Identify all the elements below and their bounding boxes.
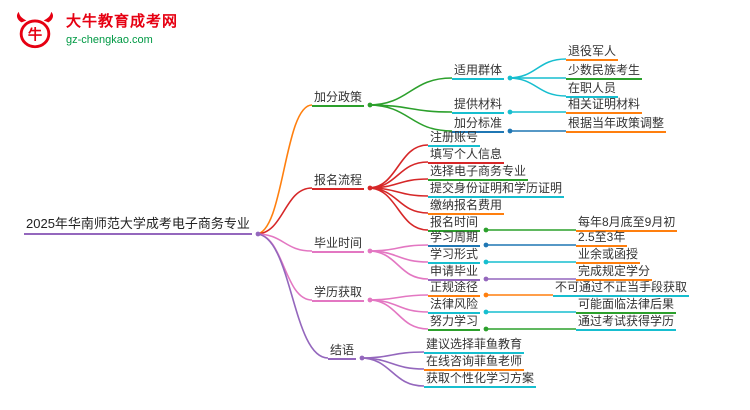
mindmap-link: [367, 144, 429, 189]
node-dot: [367, 102, 373, 108]
mindmap-root-node[interactable]: 2025年华南师范大学成考电子商务专业: [24, 216, 252, 235]
mindmap-link: [367, 299, 429, 330]
node-personalized-study-plan[interactable]: 获取个性化学习方案: [424, 371, 537, 388]
node-dot: [483, 276, 489, 282]
site-logo[interactable]: 牛 大牛教育成考网 gz-chengkao.com: [12, 10, 178, 52]
mindmap-link: [255, 233, 313, 301]
node-choose-major[interactable]: 选择电子商务专业: [428, 164, 529, 181]
mindmap-link: [367, 299, 429, 313]
node-dot: [483, 292, 489, 298]
node-dot: [507, 109, 513, 115]
node-dot: [483, 259, 489, 265]
node-employed-persons[interactable]: 在职人员: [566, 81, 619, 98]
branch-diploma-acquisition[interactable]: 学历获取: [312, 285, 365, 302]
node-dot: [367, 248, 373, 254]
mindmap-link: [367, 178, 429, 189]
node-study-hard[interactable]: 努力学习: [428, 314, 481, 331]
svg-text:牛: 牛: [28, 26, 42, 44]
node-dot: [483, 227, 489, 233]
mindmap-link: [367, 104, 453, 113]
node-veterans[interactable]: 退役军人: [566, 44, 619, 61]
mindmap-link: [507, 58, 567, 79]
node-dot: [367, 297, 373, 303]
node-bonus-standard[interactable]: 加分标准: [452, 116, 505, 133]
node-registration-period[interactable]: 每年8月底至9月初: [576, 215, 678, 232]
node-dot: [359, 355, 365, 361]
node-legal-consequences[interactable]: 可能面临法律后果: [576, 297, 677, 314]
node-registration-time[interactable]: 报名时间: [428, 215, 481, 232]
mindmap-link: [367, 77, 453, 106]
mindmap-link: [367, 161, 429, 189]
node-complete-credits[interactable]: 完成规定学分: [576, 264, 653, 281]
mindmap-link: [359, 357, 425, 370]
site-title: 大牛教育成考网: [66, 13, 179, 30]
branch-graduation-time[interactable]: 毕业时间: [312, 236, 365, 253]
node-parttime-or-correspondence[interactable]: 业余或函授: [576, 247, 641, 264]
mindmap-link: [255, 104, 313, 235]
node-study-form[interactable]: 学习形式: [428, 247, 481, 264]
node-dot: [507, 75, 513, 81]
node-legal-risk[interactable]: 法律风险: [428, 297, 481, 314]
node-fill-personal-info[interactable]: 填写个人信息: [428, 147, 505, 164]
branch-bonus-policy[interactable]: 加分政策: [312, 90, 365, 107]
mindmap-link: [507, 77, 567, 97]
node-dot: [367, 185, 373, 191]
node-submit-certificates[interactable]: 提交身份证明和学历证明: [428, 181, 565, 198]
node-dot: [483, 242, 489, 248]
node-dot: [255, 231, 261, 237]
branch-conclusion[interactable]: 结语: [328, 343, 357, 360]
node-certificate-materials[interactable]: 相关证明材料: [566, 97, 643, 114]
node-obtain-diploma-by-exam[interactable]: 通过考试获得学历: [576, 314, 677, 331]
node-applicable-groups[interactable]: 适用群体: [452, 63, 505, 80]
mindmap-link: [359, 351, 425, 359]
mindmap-link: [367, 250, 429, 263]
node-required-materials[interactable]: 提供材料: [452, 97, 505, 114]
node-dot: [483, 309, 489, 315]
node-apply-graduation[interactable]: 申请毕业: [428, 264, 481, 281]
branch-registration-process[interactable]: 报名流程: [312, 173, 365, 190]
node-dot: [507, 128, 513, 134]
mindmap-link: [367, 187, 429, 197]
mindmap-link: [359, 357, 425, 387]
mindmap-link: [367, 244, 429, 252]
node-consult-feiyu-teacher[interactable]: 在线咨询菲鱼老师: [424, 354, 525, 371]
mindmap-link: [367, 187, 429, 231]
node-policy-adjustment[interactable]: 根据当年政策调整: [566, 116, 667, 133]
node-choose-feiyu-education[interactable]: 建议选择菲鱼教育: [424, 337, 525, 354]
node-study-cycle[interactable]: 学习周期: [428, 230, 481, 247]
site-domain: gz-chengkao.com: [66, 34, 153, 46]
node-legitimate-channel[interactable]: 正规途径: [428, 280, 481, 297]
mindmap-link: [367, 250, 429, 280]
mindmap-link: [367, 294, 429, 301]
node-dot: [483, 326, 489, 332]
mindmap-link: [367, 104, 453, 132]
node-study-duration[interactable]: 2.5至3年: [576, 230, 628, 247]
mindmap-link: [255, 233, 313, 252]
mindmap-link: [367, 187, 429, 214]
node-ethnic-minority-candidates[interactable]: 少数民族考生: [566, 63, 643, 80]
node-register-account[interactable]: 注册账号: [428, 130, 481, 147]
bull-logo-icon: 牛: [16, 11, 54, 49]
mindmap-link: [255, 187, 313, 235]
node-pay-fee[interactable]: 缴纳报名费用: [428, 198, 505, 215]
node-no-improper-means[interactable]: 不可通过不正当手段获取: [553, 280, 690, 297]
